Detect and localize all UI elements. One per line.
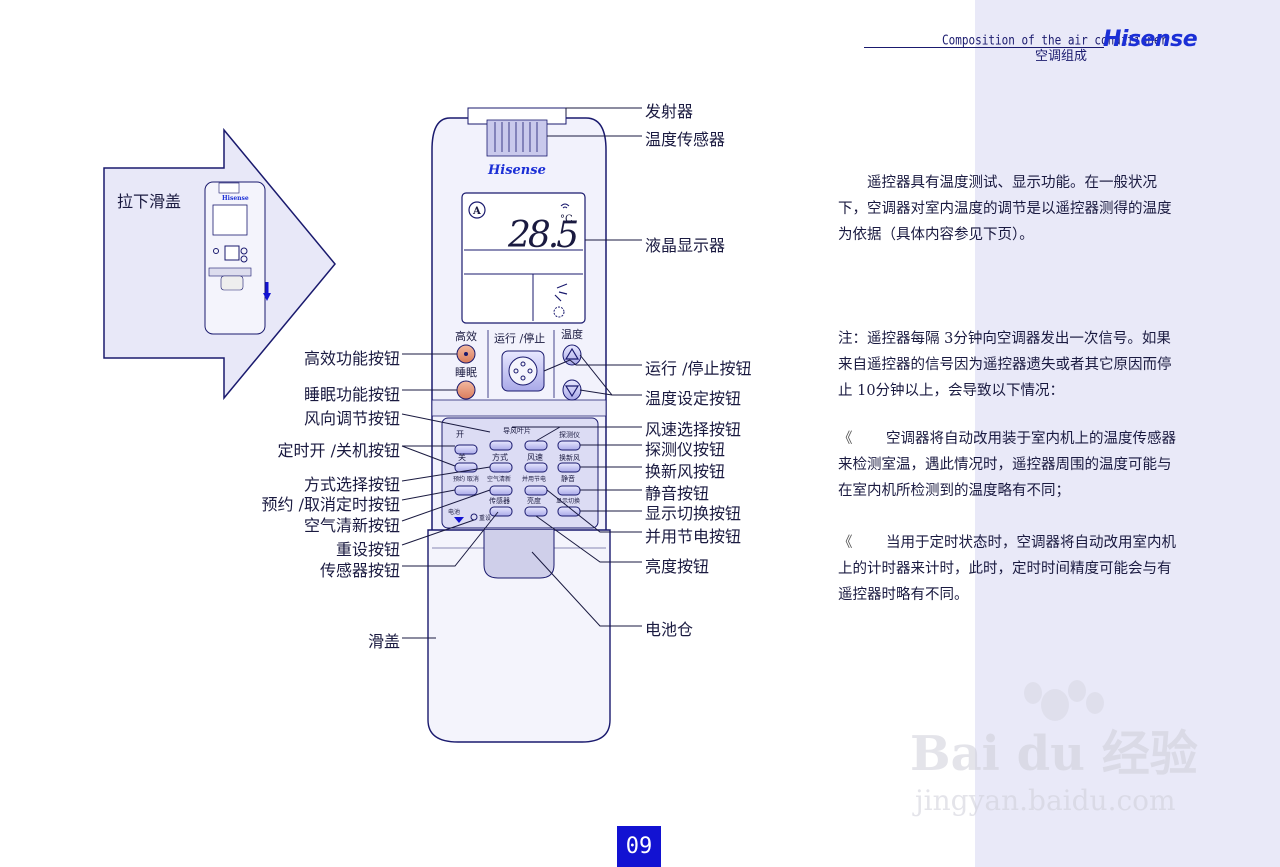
note-text: 注：遥控器每隔 3分钟向空调器发出一次信号。如果来自遥控器的信号因为遥控器遗失或… [838, 331, 1172, 399]
inset-slide-label: 拉下滑盖 [117, 192, 182, 211]
bright-label: 亮度 [527, 496, 541, 505]
air-clean-label: 空气清新 [487, 475, 511, 483]
brand-logo: Hisense [1103, 27, 1198, 52]
on-label: 开 [456, 430, 464, 439]
bullet-mark-icon: 《 [838, 431, 853, 447]
label-air-clean: 空气清新按钮 [303, 516, 400, 535]
temp-label: 温度 [561, 327, 583, 341]
inset-brand: Hisense [222, 195, 249, 202]
paragraph-note: 注：遥控器每隔 3分钟向空调器发出一次信号。如果来自遥控器的信号因为遥控器遗失或… [838, 326, 1178, 404]
probe-label: 探测仪 [559, 430, 580, 439]
reset-label: 重设 [479, 514, 491, 522]
label-swing: 风向调节按钮 [303, 409, 400, 428]
leader-lines [401, 107, 642, 639]
sensor-label: 传感器 [489, 496, 510, 505]
sleep-button-label: 睡眠 [455, 366, 477, 379]
label-sleep: 睡眠功能按钮 [303, 385, 400, 404]
label-temp-sensor: 温度传感器 [645, 130, 726, 149]
inset-arrow [103, 127, 336, 401]
label-fresh-air: 换新风按钮 [645, 462, 726, 481]
label-probe: 探测仪按钮 [645, 440, 726, 459]
lcd-temperature: 28.5 [507, 215, 577, 256]
off-label: 关 [458, 452, 466, 462]
label-reset: 重设按钮 [335, 540, 400, 559]
label-cover: 滑盖 [367, 632, 400, 651]
header-chinese-title: 空调组成 [1035, 49, 1088, 64]
paragraph-intro: 遥控器具有温度测试、显示功能。在一般状况下，空调器对室内温度的调节是以遥控器测得… [838, 170, 1178, 248]
run-stop-label: 运行 /停止 [494, 331, 545, 345]
quiet-label: 静音 [561, 474, 575, 483]
label-turbo: 高效功能按钮 [303, 349, 400, 368]
header-rule [864, 47, 1104, 48]
swing-label: 导风叶片 [503, 426, 531, 435]
bullet-two-text: 当用于定时状态时，空调器将自动改用室内机上的计时器来计时，此时，定时时间精度可能… [838, 535, 1176, 603]
mode-label: 方式 [492, 452, 508, 462]
label-parallel: 并用节电按钮 [645, 527, 742, 546]
label-fan-speed: 风速选择按钮 [645, 420, 742, 439]
lcd-unit: °C [560, 214, 573, 225]
lcd-mode-icon: A [472, 206, 481, 217]
remote-brand: Hisense [487, 163, 546, 178]
label-battery: 电池仓 [645, 620, 694, 639]
label-timer: 定时开 /关机按钮 [277, 441, 400, 460]
label-lcd: 液晶显示器 [645, 236, 726, 255]
watermark-text: Bai du 经验 [910, 726, 1198, 782]
parallel-label: 并用节电 [522, 475, 546, 483]
fresh-label: 换新风 [559, 453, 580, 462]
right-panel-background [975, 0, 1280, 867]
label-sensor: 传感器按钮 [319, 561, 400, 580]
bullet-mark-icon: 《 [838, 535, 853, 551]
label-mode: 方式选择按钮 [303, 475, 400, 494]
remote-body [427, 107, 611, 743]
schedule-label: 预约 取消 [453, 475, 479, 483]
header-english-title: Composition of the air conditioner [942, 32, 1168, 49]
remote-diagram: Hisense 28.5 °C A 高效 睡眠 运行 /停止 温度 开 关 导风… [103, 107, 642, 743]
label-bright: 亮度按钮 [645, 557, 710, 576]
battery-label: 电池 [448, 508, 460, 516]
intro-text: 遥控器具有温度测试、显示功能。在一般状况下，空调器对室内温度的调节是以遥控器测得… [838, 175, 1172, 243]
label-temp-set: 温度设定按钮 [645, 389, 742, 408]
label-quiet: 静音按钮 [645, 484, 710, 503]
fan-label: 风速 [527, 453, 543, 462]
display-label: 显示切换 [556, 497, 580, 505]
label-emitter: 发射器 [645, 102, 694, 121]
bullet-one-text: 空调器将自动改用装于室内机上的温度传感器来检测室温，遇此情况时，遥控器周围的温度… [838, 431, 1176, 499]
baidu-watermark: Bai du 经验 jingyan.baidu.com [905, 675, 1205, 825]
label-display: 显示切换按钮 [645, 504, 742, 523]
label-run-stop: 运行 /停止按钮 [645, 359, 752, 378]
turbo-button-label: 高效 [455, 329, 477, 343]
watermark-url: jingyan.baidu.com [912, 784, 1176, 817]
page-number: 09 [617, 826, 661, 867]
bullet-one: 《空调器将自动改用装于室内机上的温度传感器来检测室温，遇此情况时，遥控器周围的温… [838, 426, 1178, 504]
label-schedule: 预约 /取消定时按钮 [261, 495, 400, 514]
bullet-two: 《当用于定时状态时，空调器将自动改用室内机上的计时器来计时，此时，定时时间精度可… [838, 530, 1178, 608]
